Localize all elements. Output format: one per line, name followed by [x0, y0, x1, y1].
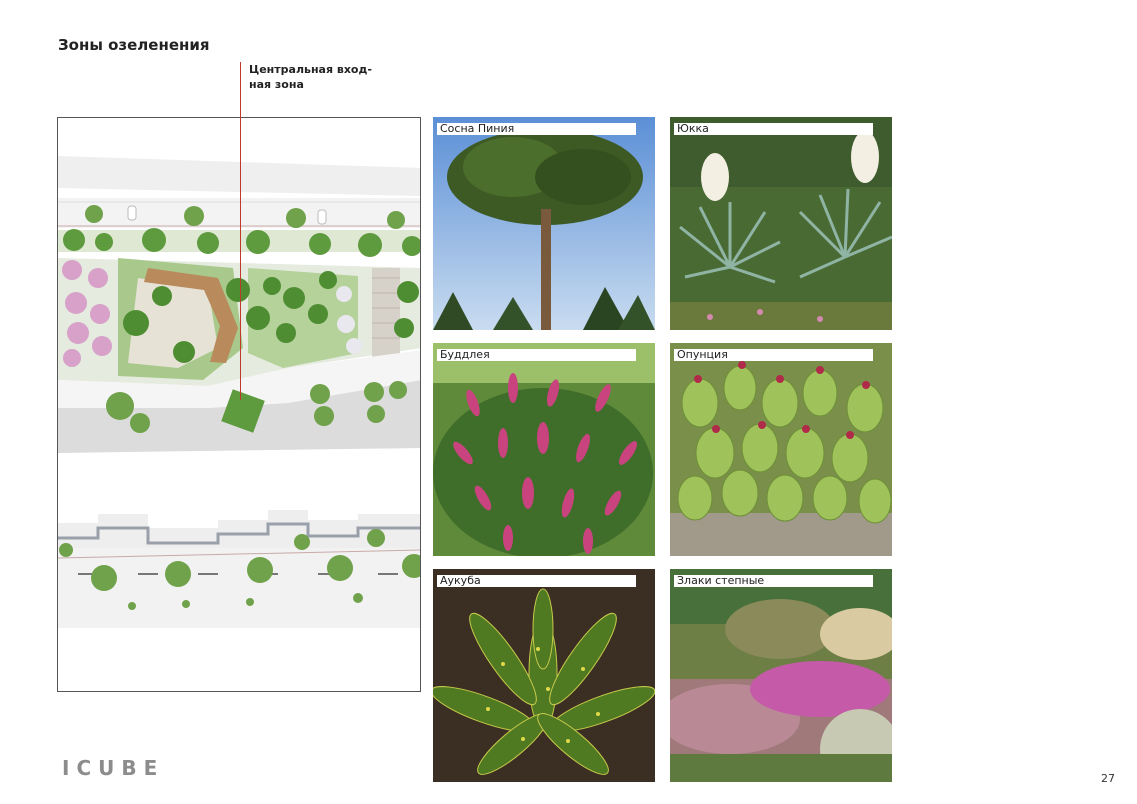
page-title: Зоны озеленения: [58, 36, 210, 54]
plant-label: Опунция: [674, 349, 873, 361]
stone-pine-photo: [433, 117, 655, 330]
photo-buddleja: Буддлея: [433, 343, 655, 556]
plant-label: Сосна Пиния: [437, 123, 636, 135]
photo-stone-pine: Сосна Пиния: [433, 117, 655, 330]
photo-opuntia: Опунция: [670, 343, 892, 556]
site-plan-drawing: [58, 156, 420, 691]
opuntia-photo: [670, 343, 892, 556]
site-plan: [57, 117, 421, 692]
plant-label: Юкка: [674, 123, 873, 135]
callout-line: [240, 62, 241, 400]
aucuba-photo: [433, 569, 655, 782]
plant-label: Аукуба: [437, 575, 636, 587]
photo-aucuba: Аукуба: [433, 569, 655, 782]
yucca-photo: [670, 117, 892, 330]
plant-label: Злаки степные: [674, 575, 873, 587]
steppe-grasses-photo: [670, 569, 892, 782]
photo-steppe-grasses: Злаки степные: [670, 569, 892, 782]
photo-yucca: Юкка: [670, 117, 892, 330]
callout-label: Центральная вход-ная зона: [249, 63, 372, 91]
page-number: 27: [1101, 772, 1115, 785]
plant-label: Буддлея: [437, 349, 636, 361]
buddleja-photo: [433, 343, 655, 556]
company-logo: ICUBE: [62, 756, 165, 780]
